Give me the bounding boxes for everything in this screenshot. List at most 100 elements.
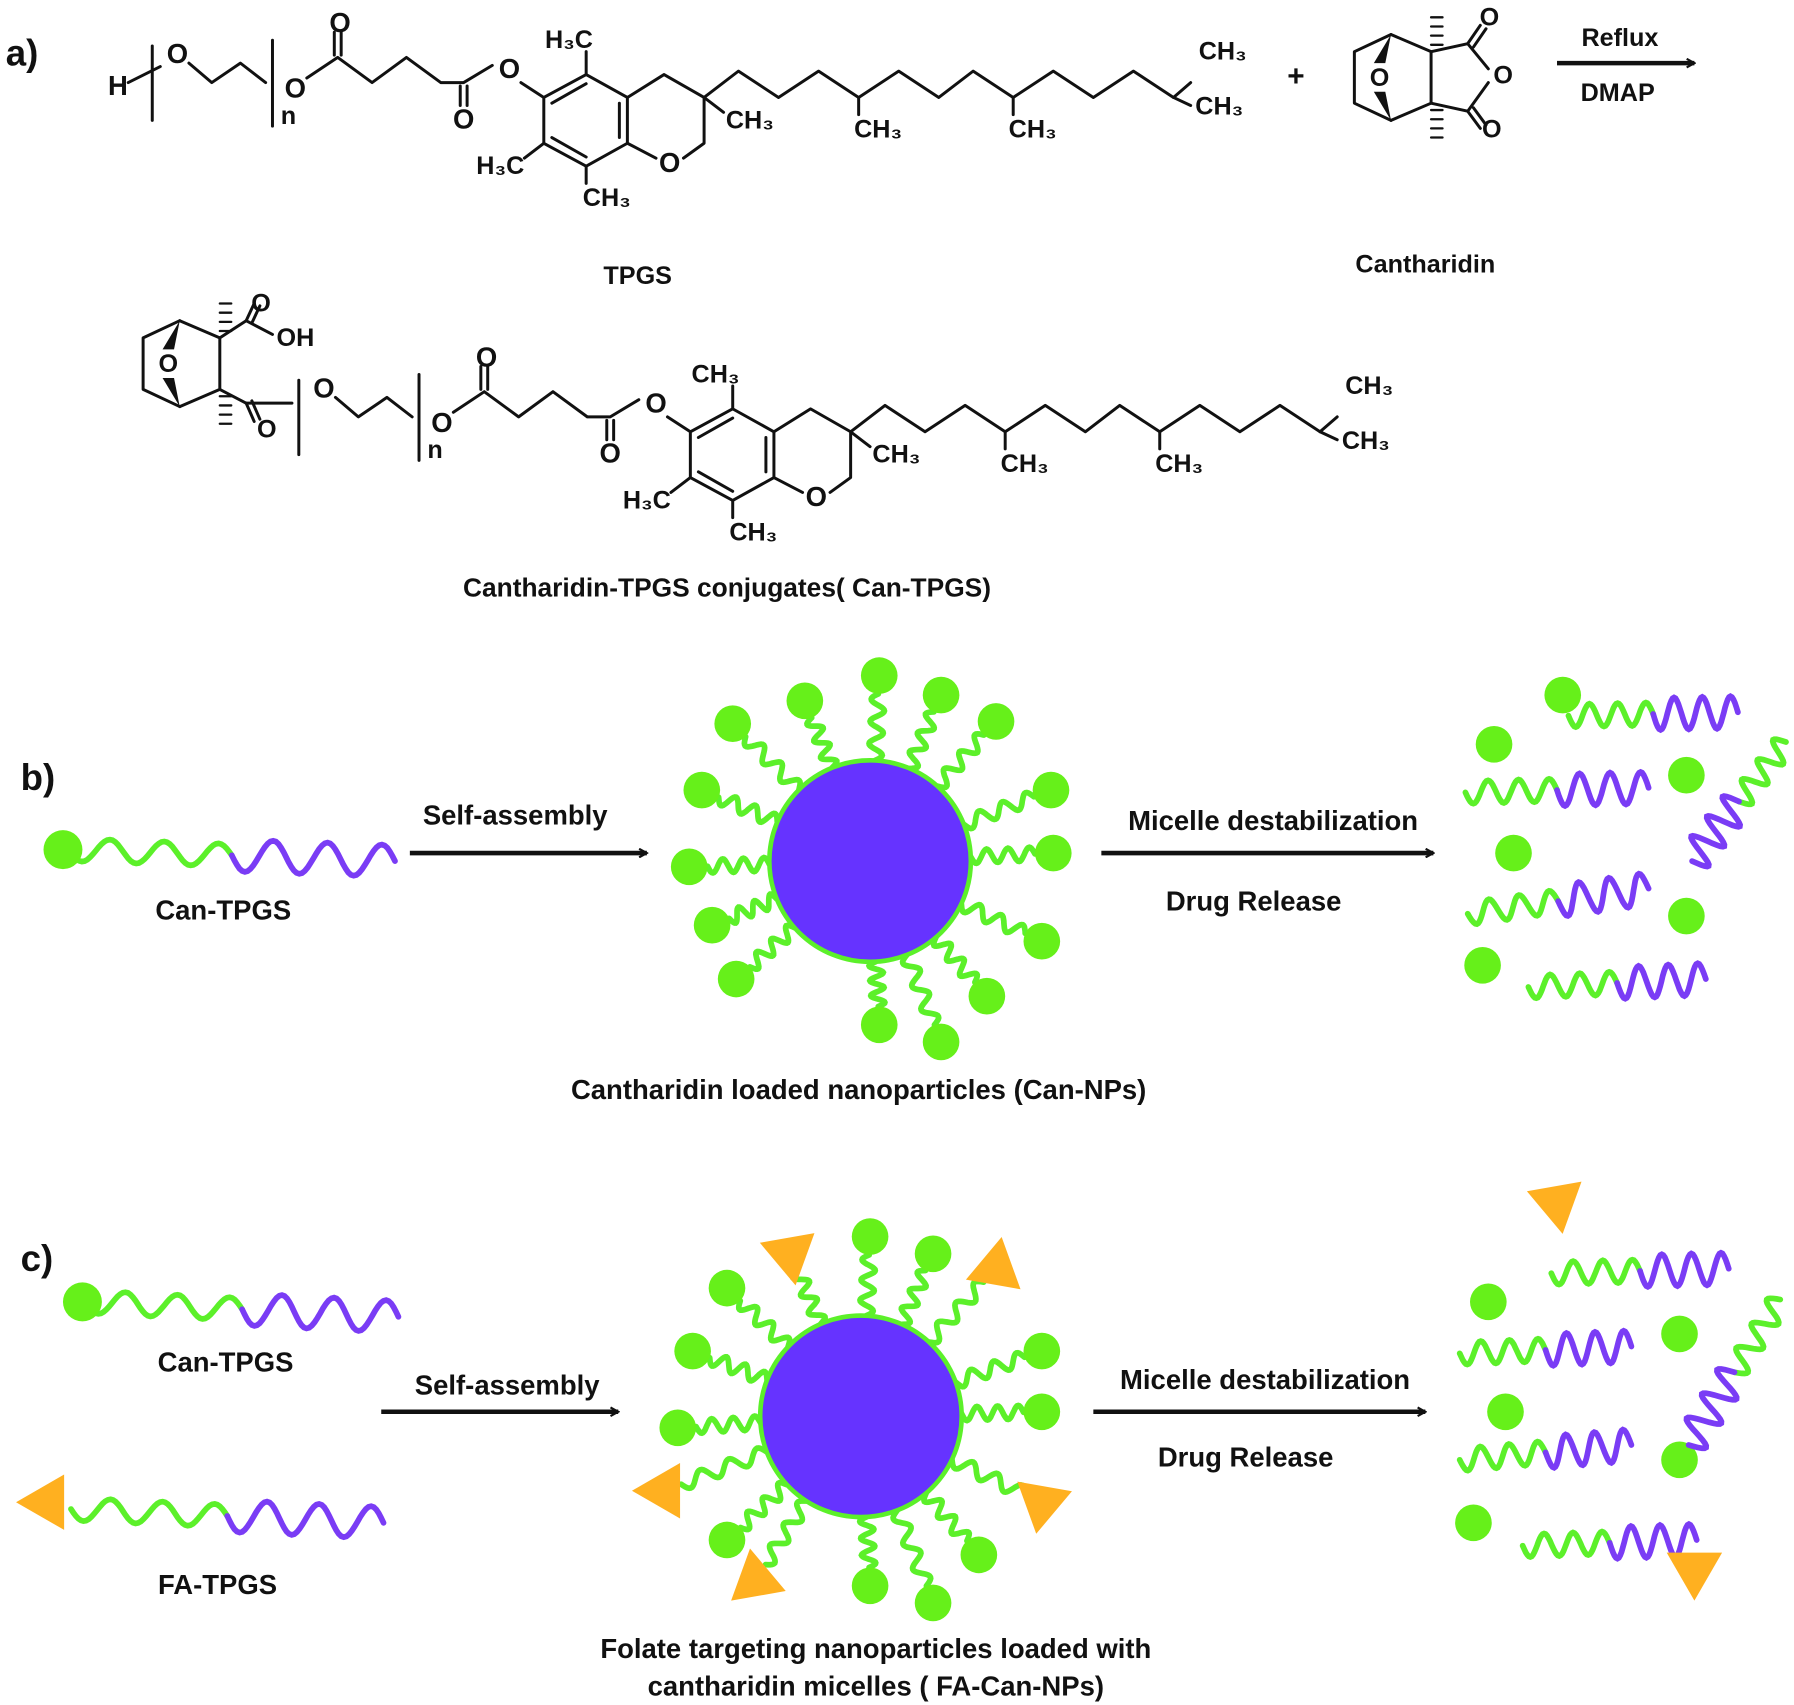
cantharidin-label: Cantharidin xyxy=(1355,251,1495,279)
methyl-bond xyxy=(669,476,692,494)
peg-segment xyxy=(1525,968,1620,1002)
panel-a-label: a) xyxy=(6,32,39,73)
cantharidin-head xyxy=(670,848,708,886)
folate-head xyxy=(759,1233,815,1286)
peg-spoke xyxy=(762,1498,810,1568)
bicyclic-bond xyxy=(178,319,222,409)
cantharidin-head xyxy=(1034,834,1072,872)
cantharidin-head xyxy=(1032,771,1070,809)
peg-spoke xyxy=(678,1445,770,1492)
atom-o: O xyxy=(257,415,277,443)
fa-can-nps-caption-1: Folate targeting nanoparticles loaded wi… xyxy=(600,1633,1151,1664)
cantharidin-head xyxy=(708,1269,746,1307)
succinate-bond xyxy=(305,55,494,85)
can-nps-caption: Cantharidin loaded nanoparticles (Can-NP… xyxy=(571,1074,1146,1105)
released-drug xyxy=(1668,756,1705,794)
methyl-label: H₃C xyxy=(545,26,593,54)
peg-segment xyxy=(1548,1256,1643,1288)
bicyclic-bond xyxy=(1389,33,1433,122)
tpgs-chain xyxy=(1548,1249,1732,1290)
peg-spoke xyxy=(906,709,938,772)
can-tpgs-chain xyxy=(65,836,398,879)
peg-segment xyxy=(1731,1295,1784,1377)
self-assembly-label: Self-assembly xyxy=(415,1370,600,1401)
vitamin-e-segment xyxy=(1683,1366,1740,1452)
methyl-label: CH₃ xyxy=(1195,93,1243,121)
carbonyl xyxy=(250,304,262,325)
atom-h: H xyxy=(108,70,128,101)
bicyclic-bond xyxy=(141,319,182,409)
peg-segment xyxy=(1519,1528,1613,1561)
destabilization-label: Micelle destabilization xyxy=(1128,805,1418,836)
carbonyl xyxy=(1471,106,1488,127)
cantharidin-head xyxy=(674,1332,711,1370)
drug-release-label: Drug Release xyxy=(1166,885,1342,916)
atom-o: O xyxy=(806,481,827,512)
panel-b-label: b) xyxy=(21,757,56,798)
peg-segment xyxy=(83,1289,246,1322)
methyl-label: CH₃ xyxy=(1009,116,1057,144)
peg-spoke xyxy=(726,891,780,926)
atom-o: O xyxy=(329,7,350,38)
released-drug xyxy=(1475,725,1513,763)
methyl-label: CH₃ xyxy=(854,116,902,144)
can-tpgs-label: Can-TPGS xyxy=(155,894,291,925)
peg-spoke xyxy=(866,691,888,764)
peg-spoke xyxy=(926,1278,987,1346)
peg-segment xyxy=(1462,775,1560,807)
cantharidin-head xyxy=(914,1584,952,1622)
peg-segment xyxy=(1464,887,1562,928)
peg-spoke xyxy=(804,714,840,771)
carbonyl xyxy=(1471,27,1488,49)
methyl-label: H₃C xyxy=(623,486,671,514)
pyran-bond xyxy=(772,407,853,494)
bond xyxy=(218,387,248,405)
cantharidin-head xyxy=(922,1023,960,1061)
peg-spoke xyxy=(934,731,987,791)
folate-head xyxy=(731,1548,786,1601)
atom-o: O xyxy=(499,53,520,84)
peg-segment xyxy=(1456,1438,1549,1474)
vitamin-e-segment xyxy=(239,1292,402,1334)
repeat-n: n xyxy=(427,436,442,464)
bond xyxy=(218,319,248,340)
reagent-reflux: Reflux xyxy=(1582,24,1659,52)
released-drug xyxy=(1661,1441,1698,1479)
peg-spoke xyxy=(960,789,1037,832)
tpgs-chain xyxy=(1519,1520,1700,1562)
peg-spoke xyxy=(958,1402,1027,1424)
methyl-label: CH₃ xyxy=(1001,450,1049,478)
pyran-bond xyxy=(772,476,805,494)
methyl-label: CH₃ xyxy=(583,184,631,212)
atom-o: O xyxy=(476,342,497,373)
peg-spoke xyxy=(789,1267,829,1327)
released-drug xyxy=(1661,1315,1698,1353)
atom-o: O xyxy=(453,103,474,134)
cantharidin-head xyxy=(851,1218,889,1255)
methyl-label: CH₃ xyxy=(1199,38,1247,66)
atom-o: O xyxy=(285,72,306,103)
can-tpgs-label: Cantharidin-TPGS conjugates( Can-TPGS) xyxy=(463,573,991,603)
atom-o: O xyxy=(1370,64,1390,92)
micelle-core xyxy=(757,1313,964,1520)
vitamin-e-segment xyxy=(1555,870,1652,920)
peg-spoke xyxy=(967,844,1038,867)
cantharidin-head xyxy=(860,657,898,694)
released-drug xyxy=(1487,1393,1524,1431)
released-drug xyxy=(1470,1283,1507,1321)
peg-spoke xyxy=(735,1297,793,1350)
atom-o: O xyxy=(431,407,452,438)
released-drug xyxy=(1464,946,1501,984)
repeat-n: n xyxy=(281,102,296,130)
tpgs-chain xyxy=(83,1289,402,1334)
folate-head xyxy=(965,1237,1021,1290)
can-tpgs-label: Can-TPGS xyxy=(158,1347,294,1378)
methyl-label: CH₃ xyxy=(1342,427,1390,455)
peg-spoke xyxy=(706,1353,770,1384)
cantharidin-head xyxy=(786,682,824,720)
ring-double xyxy=(696,416,735,439)
released-components xyxy=(1462,676,1789,1002)
methyl-bond xyxy=(702,95,726,114)
